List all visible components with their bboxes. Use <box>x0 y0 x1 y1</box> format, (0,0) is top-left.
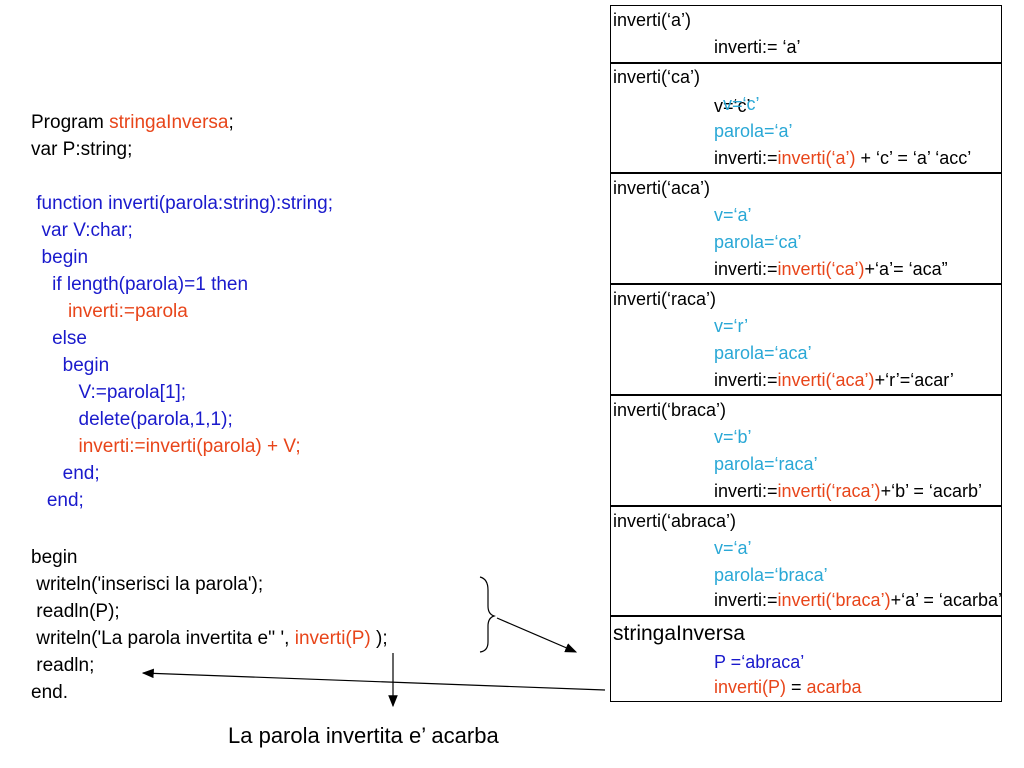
frame-assign: inverti:=inverti(‘raca’)+‘b’ = ‘acarb’ <box>714 480 982 502</box>
frame-parola: parola=‘aca’ <box>714 343 812 363</box>
assign-prefix: inverti:= <box>714 590 778 610</box>
else-line: begin <box>31 355 110 376</box>
main-call: inverti(P) <box>714 677 787 697</box>
frame-assign: inverti:=inverti(‘aca’)+‘r’=‘acar’ <box>714 369 954 391</box>
stack-frame-ca: inverti(‘ca’) v=‘c’ v=‘c’ parola=‘a’ inv… <box>610 63 1002 173</box>
output-text: La parola invertita e’ acarba <box>228 723 499 748</box>
assign-result: +‘r’=‘acar’ <box>874 370 954 390</box>
frame-parola: parola=‘a’ <box>714 121 793 141</box>
frame-title: inverti(‘ca’) <box>613 67 701 87</box>
writeln-line: writeln('La parola invertita e'' ', inve… <box>31 627 388 651</box>
frame-parola: parola=‘ca’ <box>714 232 802 252</box>
else-line: delete(parola,1,1); <box>31 409 233 430</box>
frame-title: inverti(‘raca’) <box>613 289 717 309</box>
writeln-prefix: writeln('La parola invertita e'' ', <box>31 628 295 649</box>
stack-frame-abraca: inverti(‘abraca’) v=‘a’ parola=‘braca’ i… <box>610 506 1002 616</box>
main-line: readln(P); <box>31 601 120 622</box>
program-keyword: Program <box>31 112 104 133</box>
frame-v: v=‘r’ <box>714 316 749 336</box>
assign-recursive-call: inverti(‘a’) <box>777 148 856 168</box>
stack-frame-raca: inverti(‘raca’) v=‘r’ parola=‘aca’ inver… <box>610 284 1002 395</box>
tail-line: end. <box>31 682 68 703</box>
frame-call: inverti(P) = acarba <box>714 676 862 698</box>
program-semicolon: ; <box>228 112 234 133</box>
stack-frame-braca: inverti(‘braca’) v=‘b’ parola=‘raca’ inv… <box>610 395 1002 506</box>
main-line: writeln('inserisci la parola'); <box>31 574 264 595</box>
function-line: if length(parola)=1 then <box>31 274 249 295</box>
end-line: end; <box>31 490 84 511</box>
var-declaration: var P:string; <box>31 139 133 160</box>
frame-v-cyan: v=‘c’ <box>723 94 760 114</box>
frame-title: inverti(‘a’) <box>613 10 692 30</box>
frame-parola: parola=‘braca’ <box>714 565 828 585</box>
frame-parola: parola=‘raca’ <box>714 454 818 474</box>
tail-line: readln; <box>31 655 95 676</box>
frame-assign: inverti:=inverti(‘braca’)+‘a’ = ‘acarba’ <box>714 589 1002 611</box>
assign-recursive-call: inverti(‘ca’) <box>777 259 865 279</box>
frame-assign: inverti:=inverti(‘a’) + ‘c’ = ‘a’ ‘acc’ <box>714 147 971 169</box>
frame-title: stringaInversa <box>613 622 745 645</box>
function-line: begin <box>31 247 89 268</box>
main-call-result: acarba <box>806 677 862 697</box>
assign-recursive-call: inverti(‘braca’) <box>777 590 891 610</box>
assign-recursive-call: inverti(‘aca’) <box>777 370 875 390</box>
assign-result: +‘b’ = ‘acarb’ <box>880 481 982 501</box>
assign-prefix: inverti:= <box>714 370 778 390</box>
assign-recursive-call: inverti(‘raca’) <box>777 481 881 501</box>
assign-result: + ‘c’ = ‘a’ ‘acc’ <box>855 148 972 168</box>
main-line: begin <box>31 547 78 568</box>
frame-title: inverti(‘abraca’) <box>613 511 737 531</box>
then-assign-line: inverti:=parola <box>31 301 188 322</box>
stack-frame-main: stringaInversa P =‘abraca’ inverti(P) = … <box>610 616 1002 702</box>
frame-v: v=‘b’ <box>714 427 752 447</box>
frame-title: inverti(‘aca’) <box>613 178 711 198</box>
stack-frame-a: inverti(‘a’) inverti:= ‘a’ <box>610 5 1002 63</box>
program-name: stringaInversa <box>109 112 229 133</box>
main-call-equals: = <box>786 677 807 697</box>
frame-v: v=‘a’ <box>714 205 752 225</box>
assign-result: +‘a’ = ‘acarba’ <box>890 590 1002 610</box>
recursive-call-line: inverti:=inverti(parola) + V; <box>31 436 301 457</box>
frame-assign: inverti:= ‘a’ <box>714 37 801 57</box>
frame-title: inverti(‘braca’) <box>613 400 727 420</box>
function-line: var V:char; <box>31 220 133 241</box>
writeln-brace <box>479 576 496 653</box>
assign-prefix: inverti:= <box>714 259 778 279</box>
arrow-return-to-readln <box>141 668 606 691</box>
end-line: end; <box>31 463 100 484</box>
else-line: V:=parola[1]; <box>31 382 187 403</box>
frame-assign: inverti:=inverti(‘ca’)+‘a’= ‘aca” <box>714 258 948 280</box>
assign-prefix: inverti:= <box>714 148 778 168</box>
assign-prefix: inverti:= <box>714 481 778 501</box>
writeln-call: inverti(P) <box>294 628 371 649</box>
function-line: function inverti(parola:string):string; <box>31 193 334 214</box>
program-header: Program stringaInversa; <box>31 111 234 135</box>
frame-v: v=‘a’ <box>714 538 752 558</box>
frame-p-assign: P =‘abraca’ <box>714 652 805 672</box>
frame-v-black: v=‘c’ <box>714 96 751 116</box>
stack-frame-aca: inverti(‘aca’) v=‘a’ parola=‘ca’ inverti… <box>610 173 1002 284</box>
else-line: else <box>31 328 87 349</box>
writeln-suffix: ); <box>370 628 388 649</box>
arrow-to-main-frame <box>496 617 578 653</box>
assign-result: +‘a’= ‘aca” <box>864 259 948 279</box>
